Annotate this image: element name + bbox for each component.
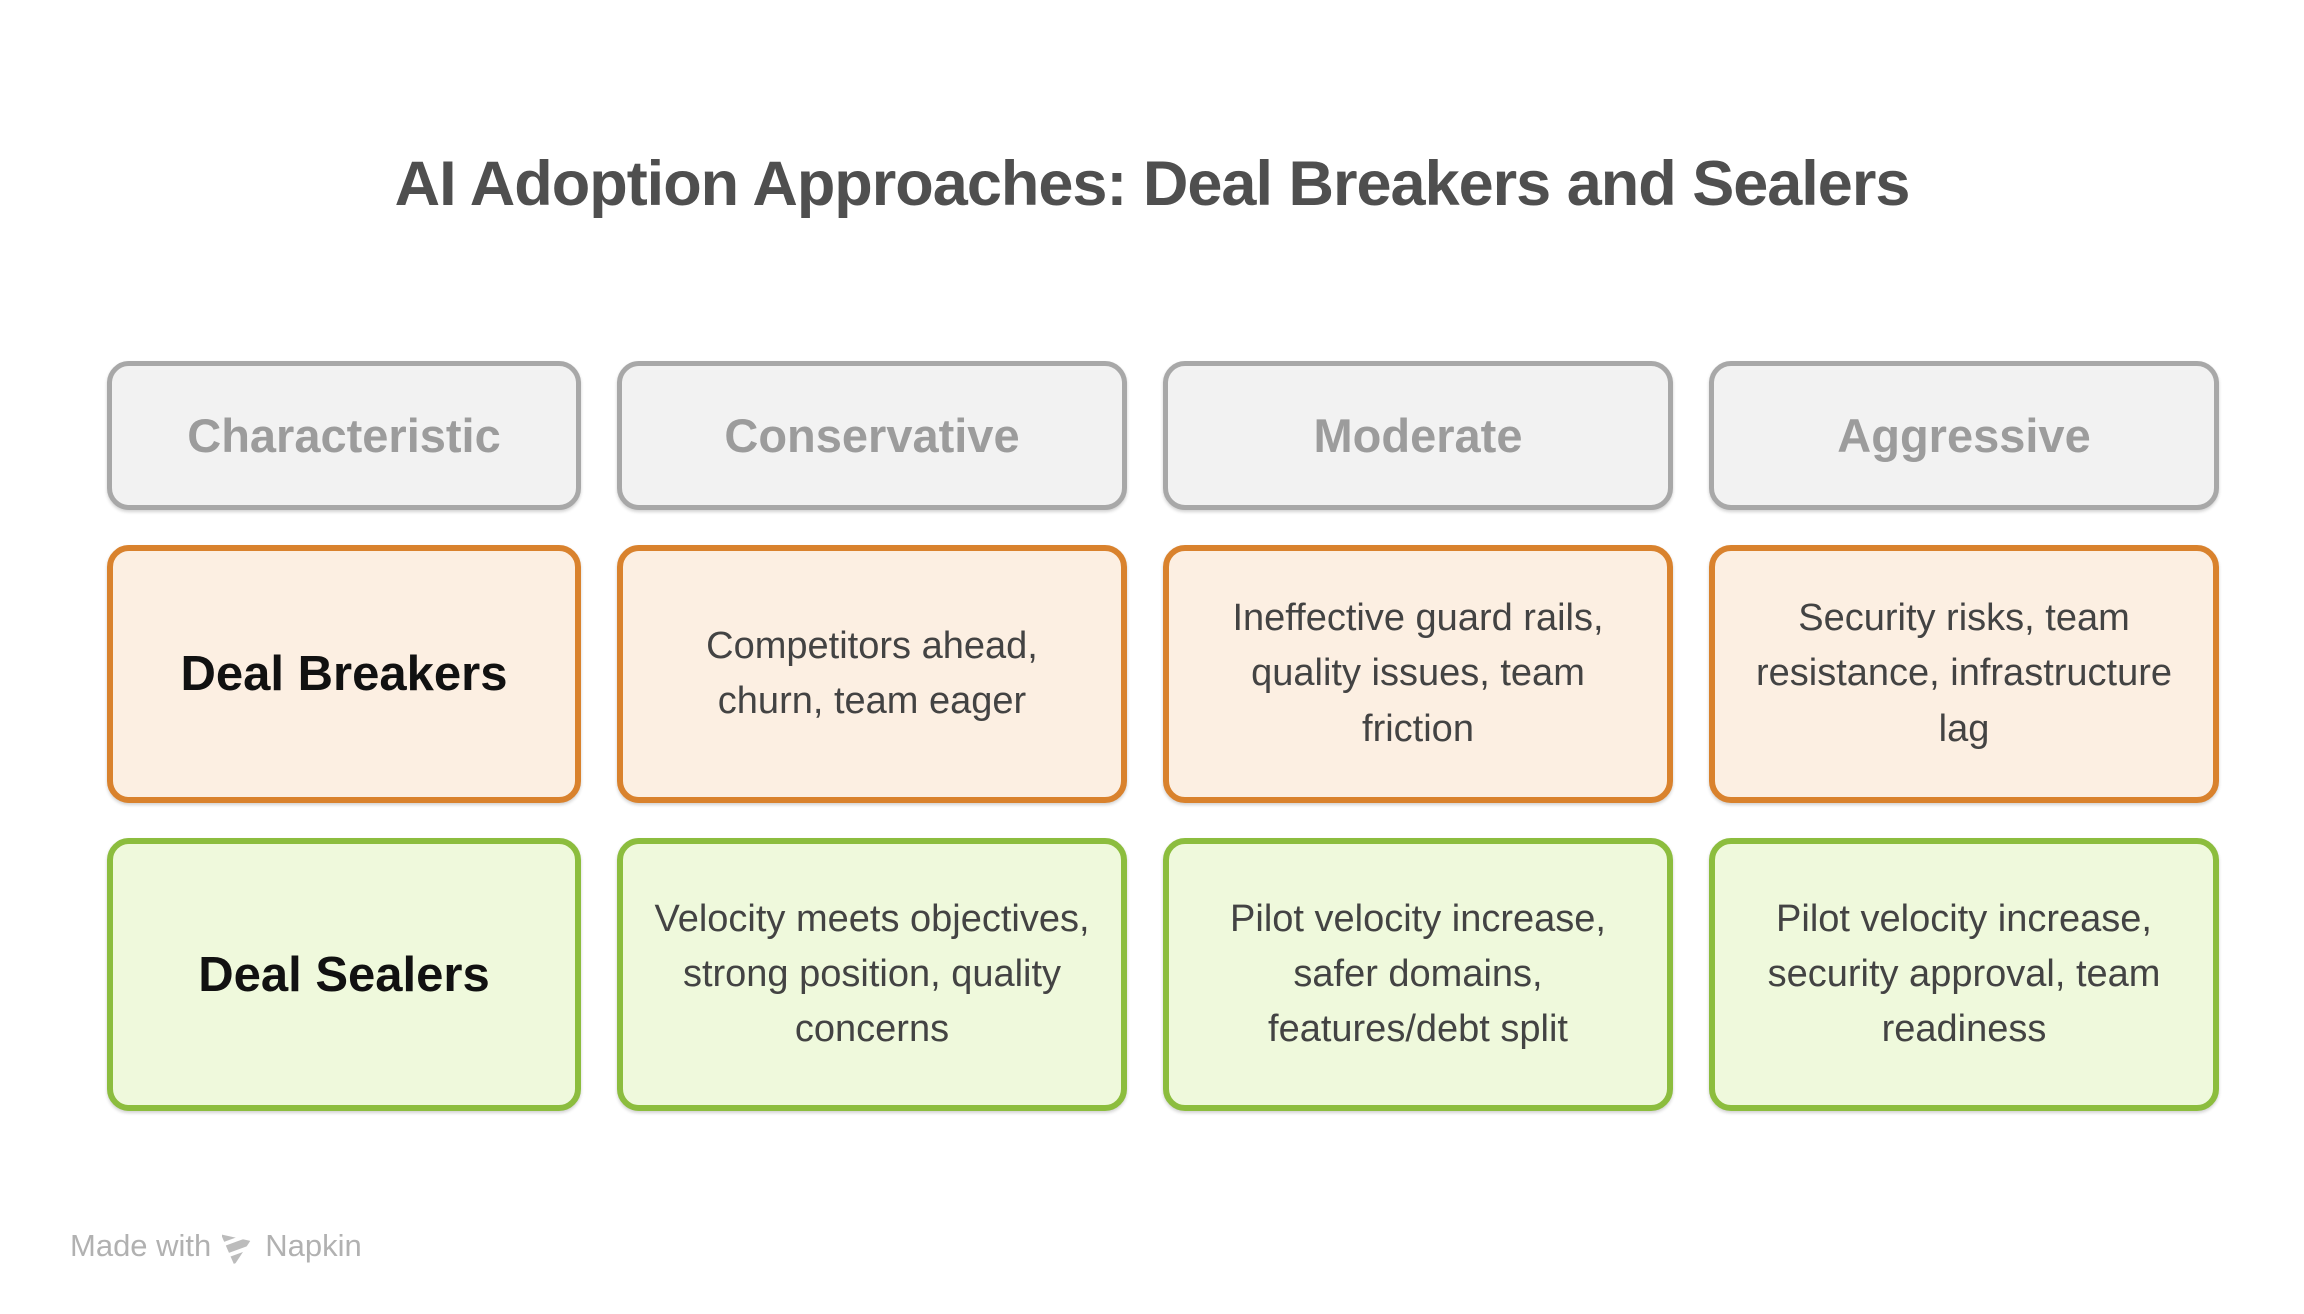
header-cell-conservative: Conservative [617,361,1127,510]
header-cell-moderate: Moderate [1163,361,1673,510]
row-label-deal-sealers: Deal Sealers [107,838,581,1111]
cell-sealers-moderate: Pilot velocity increase, safer domains, … [1163,838,1673,1111]
row-label-text: Deal Breakers [180,647,508,701]
row-label-deal-breakers: Deal Breakers [107,545,581,803]
page-title: AI Adoption Approaches: Deal Breakers an… [394,149,1911,219]
cell-text: Competitors ahead, churn, team eager [706,624,1038,722]
row-label-text: Deal Sealers [198,947,490,1002]
header-label: Aggressive [1837,409,2091,462]
cell-sealers-conservative: Velocity meets objectives, strong positi… [617,838,1127,1111]
cell-breakers-moderate: Ineffective guard rails, quality issues,… [1163,545,1673,803]
header-cell-aggressive: Aggressive [1709,361,2219,510]
cell-text: Velocity meets objectives, strong positi… [654,897,1090,1051]
cell-breakers-aggressive: Security risks, team resistance, infrast… [1709,545,2219,803]
header-label: Characteristic [187,409,501,462]
header-cell-characteristic: Characteristic [107,361,581,510]
cell-text: Pilot velocity increase, safer domains, … [1230,897,1606,1051]
header-label: Moderate [1313,409,1523,462]
cell-breakers-conservative: Competitors ahead, churn, team eager [617,545,1127,803]
made-with-text: Made with [70,1228,212,1263]
attribution: Made with Napkin [70,1222,362,1270]
brand-text: Napkin [265,1228,362,1263]
cell-text: Pilot velocity increase, security approv… [1767,897,2161,1051]
napkin-logo-icon [222,1227,255,1265]
cell-text: Ineffective guard rails, quality issues,… [1232,597,1604,750]
header-label: Conservative [724,409,1020,462]
cell-sealers-aggressive: Pilot velocity increase, security approv… [1709,838,2219,1111]
comparison-table: Characteristic Conservative Moderate Agg… [107,361,2219,1111]
cell-text: Security risks, team resistance, infrast… [1755,597,2173,750]
